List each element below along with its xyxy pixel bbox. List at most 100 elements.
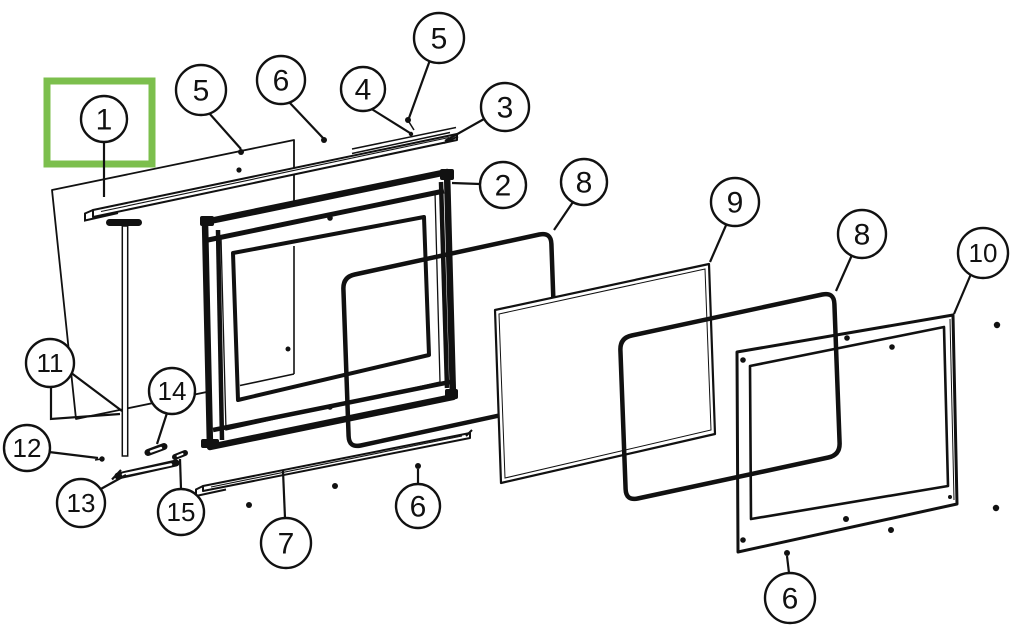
callout-number: 4 — [355, 74, 372, 107]
gasket-8b — [618, 291, 842, 502]
callout-6b[interactable]: 6 — [394, 482, 442, 530]
leader-lines — [48, 59, 973, 574]
leader-line-10 — [952, 273, 973, 315]
callout-number: 5 — [431, 23, 448, 56]
screw-dot — [844, 335, 850, 341]
part-15 — [172, 450, 188, 460]
callout-number: 6 — [782, 583, 799, 616]
panel-10 — [735, 313, 959, 554]
callout-number: 12 — [13, 433, 42, 463]
leader-line-5b — [407, 59, 432, 119]
frame-2-inner-edge — [220, 191, 441, 431]
callout-circle[interactable] — [339, 65, 387, 113]
screw-dot — [784, 550, 790, 556]
leader-line-9 — [708, 222, 729, 263]
leader-line-6a — [288, 101, 324, 139]
screw-dot — [992, 504, 1000, 512]
callout-number: 11 — [37, 348, 64, 378]
callout-5b[interactable]: 5 — [412, 11, 466, 65]
leader-line-13 — [98, 474, 127, 491]
callout-number: 14 — [158, 376, 187, 406]
screw-dot — [740, 537, 746, 543]
screw-dot — [99, 456, 105, 462]
callout-circle[interactable] — [956, 226, 1010, 280]
rod-11 — [106, 219, 142, 457]
leader-line-14 — [155, 412, 169, 445]
callout-circle[interactable] — [709, 176, 761, 228]
callout-10[interactable]: 10 — [956, 226, 1010, 280]
callout-circle[interactable] — [412, 11, 466, 65]
selection-highlight — [43, 77, 156, 168]
callout-circle[interactable] — [259, 516, 313, 570]
callout-6c[interactable]: 6 — [763, 571, 817, 625]
leader-line-8b — [834, 254, 854, 292]
callout-15[interactable]: 15 — [156, 487, 206, 537]
frame-corner-bl — [201, 439, 219, 448]
frame-corner-tl — [200, 216, 214, 226]
leader-line-15 — [178, 458, 183, 490]
callout-9[interactable]: 9 — [709, 176, 761, 228]
callout-number: 6 — [410, 491, 427, 524]
callout-number: 15 — [167, 497, 196, 527]
callout-circle[interactable] — [174, 63, 228, 117]
callout-circle[interactable] — [2, 423, 52, 473]
callout-circle[interactable] — [394, 482, 442, 530]
callout-circle[interactable] — [559, 157, 609, 207]
rail-7-end-tick — [465, 429, 473, 437]
callout-8a[interactable]: 8 — [559, 157, 609, 207]
top-rail-left-hook — [84, 209, 119, 222]
pane-9 — [493, 262, 717, 485]
callout-8b[interactable]: 8 — [836, 208, 888, 260]
callout-number: 10 — [969, 238, 998, 268]
callout-5a[interactable]: 5 — [174, 63, 228, 117]
callout-13[interactable]: 13 — [55, 477, 107, 529]
frame-2 — [200, 168, 458, 451]
screw-dot — [246, 502, 252, 508]
screw-dot — [327, 215, 333, 221]
part-13-hook — [111, 469, 122, 481]
leader-line-8a — [553, 201, 574, 231]
callout-3[interactable]: 3 — [479, 81, 531, 133]
leader-line-3 — [444, 118, 485, 142]
callout-12[interactable]: 12 — [2, 423, 52, 473]
callout-circle[interactable] — [147, 366, 197, 416]
leader-line-2 — [451, 181, 481, 186]
top-rail-sliver-b — [351, 131, 451, 155]
callout-14[interactable]: 14 — [147, 366, 197, 416]
panel-10-opening — [748, 325, 950, 521]
rod-11-shaft — [121, 225, 129, 457]
screw-dot — [889, 344, 895, 350]
rail-7 — [195, 429, 473, 498]
callout-6a[interactable]: 6 — [255, 54, 307, 106]
callout-number: 6 — [273, 65, 290, 98]
gasket-8b-outline — [618, 291, 842, 502]
callout-circle[interactable] — [156, 487, 206, 537]
part-14 — [144, 443, 168, 456]
callout-7[interactable]: 7 — [259, 516, 313, 570]
screw-dots — [99, 117, 1001, 556]
leader-line-11 — [69, 371, 123, 412]
callout-circle[interactable] — [836, 208, 888, 260]
callout-1[interactable]: 1 — [79, 94, 129, 144]
callout-11[interactable]: 11 — [24, 337, 76, 389]
callout-circle[interactable] — [479, 81, 531, 133]
callout-number: 8 — [576, 167, 593, 200]
pane-9-outline — [493, 262, 717, 485]
callout-circle[interactable] — [24, 337, 76, 389]
callout-circle[interactable] — [55, 477, 107, 529]
pane-9-inner-edge — [498, 268, 712, 479]
panel-1-bottom-through-opening — [239, 373, 295, 387]
callout-4[interactable]: 4 — [339, 65, 387, 113]
callout-circle[interactable] — [763, 571, 817, 625]
screw-dot — [415, 463, 421, 469]
screw-dot — [405, 117, 411, 123]
screw-dot — [740, 357, 746, 363]
callout-circle[interactable] — [255, 54, 307, 106]
callout-circle[interactable] — [478, 160, 528, 210]
callout-circle[interactable] — [79, 94, 129, 144]
callout-number: 9 — [727, 187, 744, 220]
callout-2[interactable]: 2 — [478, 160, 528, 210]
callout-number: 13 — [67, 488, 96, 518]
leader-line-11 — [49, 387, 121, 421]
